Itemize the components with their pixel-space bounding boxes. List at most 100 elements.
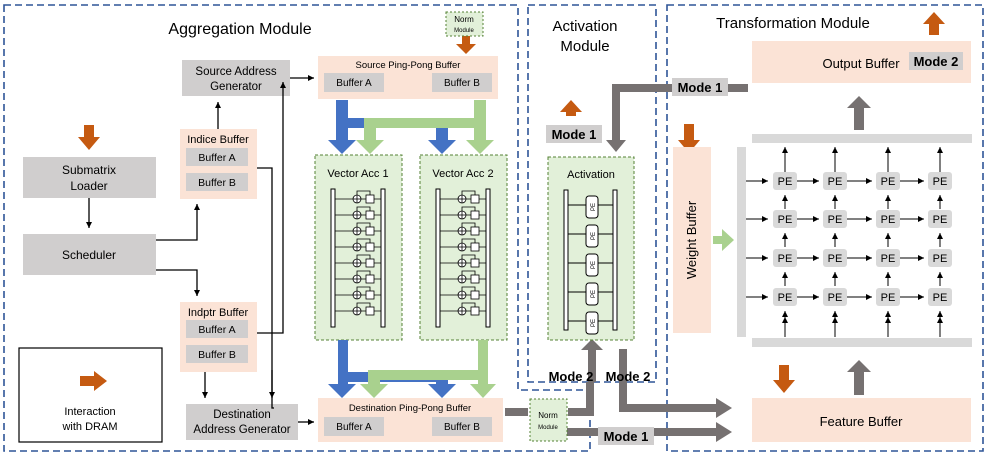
weight-buffer-label: Weight Buffer <box>684 200 699 279</box>
vector-acc-1-lane <box>335 190 381 204</box>
dram-arrow-feature <box>773 365 795 393</box>
activation-rails <box>563 189 618 331</box>
activation-unit <box>547 156 635 341</box>
vector-acc-2-lane <box>440 286 486 300</box>
pe-cell: PE <box>773 249 797 267</box>
pe-cell: PE <box>876 210 900 228</box>
vector-acc-2-lane <box>440 270 486 284</box>
norm-bottom-label: Norm <box>538 411 558 420</box>
norm-top-label: Norm <box>454 15 474 24</box>
destination-address-generator-line1: Destination <box>213 409 271 421</box>
pe-label: PE <box>828 253 843 265</box>
indice-buffer-title: Indice Buffer <box>187 134 249 146</box>
destination-address-generator <box>186 404 298 440</box>
activation-pe-label: PE <box>591 203 597 211</box>
pe-array-left-bar <box>737 147 746 337</box>
vector-acc-2-lane <box>440 238 486 252</box>
activation-pe: PE <box>568 282 613 306</box>
pe-label: PE <box>881 214 896 226</box>
pe-cell: PE <box>928 288 952 306</box>
dram-arrow-weight <box>678 124 700 153</box>
mode1-activation-label: Mode 1 <box>552 127 597 142</box>
norm-bottom-sub: Module <box>538 425 558 431</box>
vector-acc-1-lane <box>335 286 381 300</box>
pe-cell: PE <box>773 288 797 306</box>
vector-acc-lanes <box>335 190 486 316</box>
activation-pe-label: PE <box>591 232 597 240</box>
pe-cell: PE <box>928 172 952 190</box>
destination-pingpong-a <box>324 417 384 436</box>
pe-cell: PE <box>823 249 847 267</box>
pe-label: PE <box>778 214 793 226</box>
pe-label: PE <box>881 292 896 304</box>
legend-box <box>18 347 163 443</box>
indice-buffer-a <box>186 148 248 166</box>
dram-arrow-submatrix <box>78 125 100 150</box>
indice-buffer-b-label: Buffer B <box>198 177 236 189</box>
vector-acc-2-lane <box>440 254 486 268</box>
pe-cell: PE <box>876 288 900 306</box>
activation-pe: PE <box>568 224 613 248</box>
mode1-bottom-label: Mode 1 <box>604 429 649 444</box>
scheduler-label: Scheduler <box>62 248 116 262</box>
mode2-output-bg <box>909 52 963 70</box>
activation-pe-column: PE PE PE PE PE <box>568 195 613 335</box>
indptr-buffer-a-label: Buffer A <box>198 324 235 336</box>
pe-label: PE <box>933 292 948 304</box>
pe-label: PE <box>828 176 843 188</box>
pe-cell: PE <box>823 210 847 228</box>
vector-acc-1-lane <box>335 270 381 284</box>
aggregation-module-title: Aggregation Module <box>168 21 311 38</box>
transformation-module-title: Transformation Module <box>716 15 870 32</box>
dram-arrow-activation <box>560 100 582 116</box>
pe-label: PE <box>933 214 948 226</box>
vector-acc-1-lane <box>335 238 381 252</box>
output-buffer-label: Output Buffer <box>822 56 900 71</box>
vector-acc-2-lane <box>440 302 486 316</box>
source-pingpong-a <box>324 73 384 92</box>
output-feed-arrow <box>847 96 871 130</box>
pe-cell: PE <box>876 249 900 267</box>
vector-acc-2-label: Vector Acc 2 <box>432 168 493 180</box>
pe-cell: PE <box>876 172 900 190</box>
submatrix-loader <box>23 157 156 198</box>
weight-buffer <box>673 147 711 333</box>
source-pingpong-title: Source Ping-Pong Buffer <box>356 60 461 71</box>
feature-feed-arrow <box>847 360 871 395</box>
indptr-buffer-b-label: Buffer B <box>198 349 236 361</box>
indptr-buffer-b <box>186 345 248 363</box>
legend-line2: with DRAM <box>61 421 117 433</box>
destination-address-generator-line2: Address Generator <box>193 424 290 436</box>
activation-pe-label: PE <box>591 319 597 327</box>
pe-label: PE <box>778 176 793 188</box>
indice-buffer-b <box>186 173 248 191</box>
indice-buffer-a-label: Buffer A <box>198 152 235 164</box>
mode1-top-path <box>606 84 748 152</box>
pe-label: PE <box>933 253 948 265</box>
norm-module-bottom <box>529 398 568 442</box>
dest-to-norm-path <box>505 408 528 416</box>
submatrix-loader-line2: Loader <box>70 179 107 193</box>
vector-acc-1-lane <box>335 206 381 220</box>
vector-acc-1-lane <box>335 254 381 268</box>
activation-pe-label: PE <box>591 290 597 298</box>
mode1-activation-bg <box>546 125 602 143</box>
destination-pingpong-b-label: Buffer B <box>444 422 480 433</box>
feature-buffer <box>752 398 971 442</box>
source-pingpong-b-label: Buffer B <box>444 78 480 89</box>
source-pingpong-b <box>432 73 492 92</box>
pe-array-bottom-bar <box>752 338 972 347</box>
vector-acc-2-lane <box>440 206 486 220</box>
pe-cell: PE <box>773 172 797 190</box>
norm-module-top <box>445 11 484 37</box>
dram-arrow-output <box>923 12 945 35</box>
pe-cell: PE <box>773 210 797 228</box>
legend-line1: Interaction <box>64 406 115 418</box>
source-address-generator-line2: Generator <box>210 81 262 93</box>
activation-pe: PE <box>568 253 613 277</box>
destination-pingpong-title: Destination Ping-Pong Buffer <box>349 403 471 414</box>
indptr-buffer-a <box>186 320 248 338</box>
pe-label: PE <box>828 214 843 226</box>
